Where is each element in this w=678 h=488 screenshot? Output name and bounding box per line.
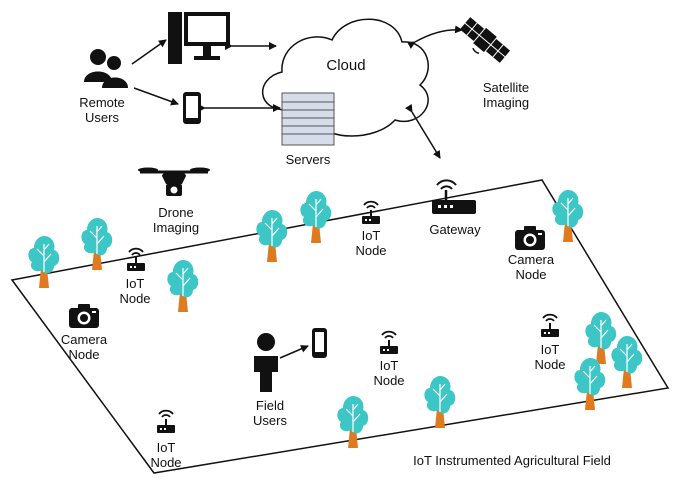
camera-node-line2: Node xyxy=(68,347,100,362)
iot-node-label: IoT Node xyxy=(147,440,185,470)
field-boundary xyxy=(10,179,670,474)
servers-label: Servers xyxy=(285,152,331,167)
drone-icon xyxy=(138,167,210,196)
field-users-line1: Field xyxy=(255,398,285,413)
connection-arrows xyxy=(131,25,463,359)
iot-node-label-line1: IoT xyxy=(156,440,176,455)
iot-node-label-line2: Node xyxy=(355,243,387,258)
phone-icon xyxy=(183,92,201,124)
drone-line2: Imaging xyxy=(152,220,200,235)
satellite-label: Satellite Imaging xyxy=(474,80,538,110)
gateway-label: Gateway xyxy=(429,222,481,237)
drone-line1: Drone xyxy=(158,205,194,220)
camera-node-line2: Node xyxy=(515,267,547,282)
iot-node-label: IoT Node xyxy=(531,342,569,372)
iot-node-label: IoT Node xyxy=(352,228,390,258)
remote-users-label: Remote Users xyxy=(74,95,130,125)
field-phone-icon xyxy=(312,328,327,358)
remote-users-line2: Users xyxy=(85,110,119,125)
iot-node-label-line2: Node xyxy=(150,455,182,470)
field-users-label: Field Users xyxy=(245,398,295,428)
field-user-icon xyxy=(254,333,278,392)
iot-node-label-line1: IoT xyxy=(125,276,145,291)
arrow-user-phone xyxy=(279,345,309,359)
servers-icon xyxy=(281,92,335,146)
camera-node-line1: Camera xyxy=(507,252,555,267)
field-caption: IoT Instrumented Agricultural Field xyxy=(413,453,611,468)
iot-node-label-line1: IoT xyxy=(379,358,399,373)
iot-node-label: IoT Node xyxy=(116,276,154,306)
arrow-cloud-gateway xyxy=(404,103,441,159)
field-users-line2: Users xyxy=(253,413,287,428)
desktop-computer-icon xyxy=(168,12,230,64)
camera-node-label: Camera Node xyxy=(56,332,112,362)
iot-node-label: IoT Node xyxy=(370,358,408,388)
gateway-icon xyxy=(432,179,476,214)
arrow-users-desktop xyxy=(131,39,167,65)
remote-users-icon xyxy=(84,49,128,88)
remote-users-line1: Remote xyxy=(79,95,125,110)
satellite-icon xyxy=(459,17,511,63)
iot-node-label-line2: Node xyxy=(373,373,405,388)
iot-node-label-line1: IoT xyxy=(540,342,560,357)
iot-node-label-line2: Node xyxy=(534,357,566,372)
camera-node-label: Camera Node xyxy=(504,252,558,282)
satellite-line2: Imaging xyxy=(482,95,530,110)
camera-node-line1: Camera xyxy=(60,332,108,347)
cloud-label: Cloud xyxy=(326,57,366,74)
iot-node-icons xyxy=(126,200,560,434)
arrow-cloud-satellite xyxy=(406,25,463,49)
iot-node-label-line1: IoT xyxy=(361,228,381,243)
arrow-users-phone xyxy=(133,87,179,106)
satellite-line1: Satellite xyxy=(482,80,530,95)
drone-label: Drone Imaging xyxy=(146,205,206,235)
iot-node-label-line2: Node xyxy=(119,291,151,306)
